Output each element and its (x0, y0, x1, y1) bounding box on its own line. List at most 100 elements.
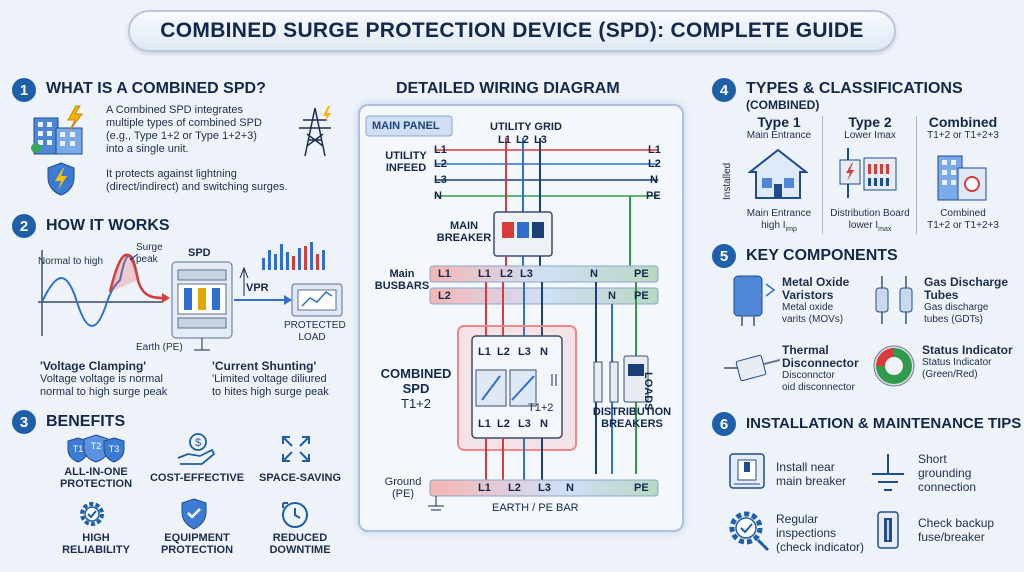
type2-bottom: Distribution Board lower Imax (824, 208, 916, 236)
section-heading-benefits: BENEFITS (46, 413, 126, 430)
bus2-l2: L2 (438, 290, 451, 302)
bus1-n: N (590, 268, 598, 280)
combined-spd-line: T1+2 (401, 396, 431, 411)
ground-pe-label: Ground (PE) (376, 476, 430, 500)
infeed-n-label: N (434, 190, 442, 202)
infeed-right-pe: PE (646, 190, 661, 202)
varistor-icon (726, 272, 776, 328)
component-title-line: Varistors (782, 288, 834, 302)
benefit-reduced-downtime: REDUCED DOWNTIME (250, 532, 350, 556)
type1-title: Type 1 (757, 114, 801, 130)
benefit-line: DOWNTIME (269, 544, 331, 556)
component-desc-line: tubes (GDTs) (924, 314, 983, 325)
component-desc-line: (Green/Red) (922, 369, 978, 380)
component-title-line: Thermal (782, 343, 829, 357)
utility-infeed-line: INFEED (385, 162, 427, 174)
spd-bottom-l2: L2 (497, 418, 510, 430)
building-icon (30, 104, 90, 156)
expand-arrows-icon (280, 434, 312, 464)
tip-line: main breaker (776, 474, 847, 488)
ground-symbol-icon (868, 452, 908, 494)
main-busbars-line: Main (389, 268, 415, 280)
infeed-right-n: N (650, 174, 658, 186)
infeed-l2-label: L2 (434, 158, 447, 170)
type2-title: Type 2 (848, 114, 892, 130)
component-desc-line: Status Indicator (922, 357, 992, 368)
bus1-pe: PE (634, 268, 649, 280)
vpr-label: VPR (246, 282, 269, 294)
combined-spd-line: COMBINED (380, 366, 452, 381)
section-number-5: 5 (712, 244, 736, 268)
combined-column: Combined T1+2 or T1+2+3 (918, 114, 1008, 142)
shield-check-icon (180, 498, 208, 530)
title-banner: COMBINED SURGE PROTECTION DEVICE (SPD): … (128, 10, 896, 52)
infeed-l3-label: L3 (434, 174, 447, 186)
s1-p1-line: into a single unit. (106, 143, 189, 155)
utility-grid-label: UTILITY GRID (490, 121, 562, 133)
current-shunting-title: 'Current Shunting' (212, 359, 317, 373)
component-title-line: Status Indicator (922, 343, 1013, 357)
benefit-line: PROTECTION (59, 478, 133, 490)
main-breaker-label: MAIN BREAKER (434, 220, 494, 244)
grid-l2-label: L2 (516, 134, 529, 146)
component-gdt: Gas Discharge Tubes Gas discharge tubes … (924, 276, 1024, 326)
pylon-icon (295, 106, 335, 158)
how-it-works-illustration (12, 240, 352, 358)
component-title-line: Disconnector (782, 356, 859, 370)
distribution-breakers-line: DISTRIBUTION (592, 406, 672, 418)
multi-shield-icon: T1 T2 T3 (66, 434, 126, 464)
gear-inspect-icon (726, 508, 770, 552)
spd-top-l2: L2 (497, 346, 510, 358)
installed-label: Installed (722, 162, 733, 200)
main-panel-label: MAIN PANEL (372, 120, 440, 132)
tip-short-grounding: Short grounding connection (918, 452, 1018, 494)
type-divider (822, 116, 823, 234)
component-desc-line: varits (MOVs) (782, 314, 844, 325)
voltage-clamping-block: 'Voltage Clamping' Voltage voltage is no… (40, 360, 210, 399)
section-number-1: 1 (12, 78, 36, 102)
benefit-line: PROTECTION (160, 544, 234, 556)
bus2-n: N (608, 290, 616, 302)
earth-bar-l2: L2 (508, 482, 521, 494)
s1-p2-line: (direct/indirect) and switching surges. (106, 181, 288, 193)
main-breaker-line: MAIN (449, 220, 479, 232)
combined-bottom-line: Combined (940, 208, 986, 219)
combined-bottom: Combined T1+2 or T1+2+3 (918, 208, 1008, 232)
tip-line: fuse/breaker (918, 530, 985, 544)
infeed-right-l1: L1 (648, 144, 661, 156)
component-desc-line: Metal oxide (782, 302, 834, 313)
benefit-line: COST-EFFECTIVE (149, 472, 245, 484)
spd-top-l1: L1 (478, 346, 491, 358)
section-number-3: 3 (12, 410, 36, 434)
benefit-cost-effective: COST-EFFECTIVE (142, 472, 252, 484)
current-shunting-line: 'Limited voltage diliured (212, 373, 327, 385)
benefit-line: SPACE-SAVING (258, 472, 342, 484)
type2-bottom-line: Distribution Board (830, 208, 910, 219)
fuse-icon (872, 510, 904, 550)
wiring-diagram-panel (358, 104, 684, 532)
section-heading-installation: INSTALLATION & MAINTENANCE TIPS (746, 415, 1022, 432)
tip-line: Check backup (918, 516, 995, 530)
surge-peak-label: Surge peak (136, 242, 163, 266)
tip-line: Regular (776, 512, 819, 526)
combined-subtitle: T1+2 or T1+2+3 (927, 130, 999, 141)
shield-lightning-icon (46, 162, 76, 196)
main-busbars-label: Main BUSBARS (374, 268, 430, 292)
bus1-l1b: L1 (478, 268, 491, 280)
combined-spd-label: COMBINED SPD T1+2 (376, 366, 456, 411)
bus2-pe: PE (634, 290, 649, 302)
utility-infeed-line: UTILITY (385, 150, 427, 162)
thermal-disconnector-icon (724, 344, 781, 384)
type2-bottom-line: lower I (848, 220, 879, 231)
tip-regular-inspections: Regular inspections (check indicator) (776, 512, 876, 554)
type1-column: Type 1 Main Entrance (736, 114, 822, 142)
benefit-equipment-protection: EQUIPMENT PROTECTION (142, 532, 252, 556)
benefit-line: EQUIPMENT (164, 532, 230, 544)
clock-icon (280, 500, 310, 530)
distribution-breakers-label: DISTRIBUTION BREAKERS (582, 406, 682, 430)
component-mov: Metal Oxide Varistors Metal oxide varits… (782, 276, 872, 326)
component-title-line: Metal Oxide (782, 275, 850, 289)
type1-bottom-line: high I (761, 220, 786, 231)
voltage-clamping-title: 'Voltage Clamping' (40, 359, 147, 373)
combined-title: Combined (928, 114, 998, 130)
